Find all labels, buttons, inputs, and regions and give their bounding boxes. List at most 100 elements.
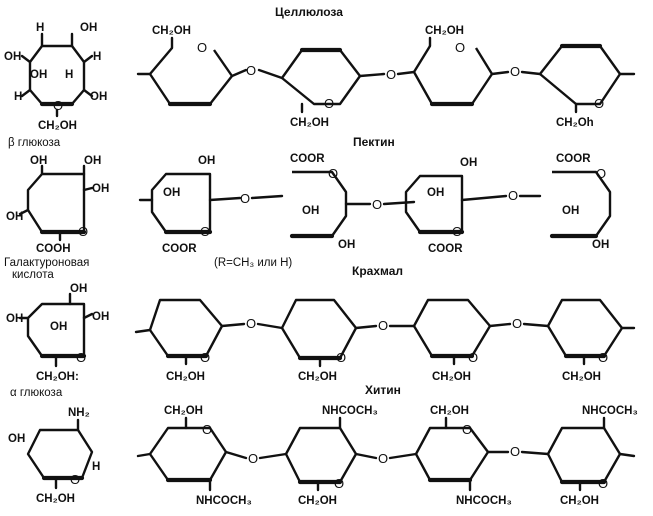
ch-o-4: O — [598, 476, 608, 491]
ch-link-o-1: O — [248, 451, 258, 466]
ch-o-1: O — [202, 422, 212, 437]
title-chitin: Хитин — [365, 383, 401, 397]
cel-link-o-3: O — [510, 64, 520, 79]
pec-o-2: O — [328, 166, 338, 181]
ch-ch2oh-1: CH₂OH — [164, 405, 203, 417]
cel-ch2oh-4: CH₂Oh — [556, 117, 594, 129]
ga-oh-top-right: OH — [84, 155, 101, 167]
ag-oh-left: OH — [6, 313, 23, 325]
monomer-beta-glucose: H OH OH H OH H H OH O CH₂OH β глюкоза — [4, 22, 107, 149]
pec-oh-3a: OH — [460, 157, 477, 169]
monomer-glucosamine: O NH₂ OH H CH₂OH — [8, 407, 100, 505]
st-ch2oh-1: CH₂OH — [166, 371, 205, 383]
ch-link-o-3: O — [510, 444, 520, 459]
pec-o-4: O — [596, 166, 606, 181]
bg-h-right: H — [93, 51, 101, 63]
ga-oh-left: OH — [6, 211, 23, 223]
st-ch2oh-3: CH₂OH — [432, 371, 471, 383]
st-o-2: O — [336, 350, 346, 365]
cel-o-1: O — [197, 40, 207, 55]
pectin-note: (R=CH₃ или H) — [214, 257, 292, 269]
ga-oh-right: OH — [92, 183, 109, 195]
gm-ch2oh: CH₂OH — [36, 493, 75, 505]
monomer-galacturonic-acid: O OH OH OH OH COOH Галактуроновая кислот… — [4, 155, 109, 281]
ch-ch2oh-4: CH₂OH — [560, 495, 599, 507]
ch-ch2oh-2: CH₂OH — [298, 495, 337, 507]
bg-h-mid: H — [65, 69, 73, 81]
cel-o-2: O — [324, 96, 334, 111]
ch-nhcoch3-2: NHCOCH₃ — [322, 405, 378, 417]
st-link-o-1: O — [246, 316, 256, 331]
chain-cellulose: O CH₂OH O O CH₂OH O O CH₂OH O O CH₂Oh — [136, 25, 636, 129]
pec-o-1: O — [200, 224, 210, 239]
st-o-3: O — [468, 350, 478, 365]
st-link-o-2: O — [378, 318, 388, 333]
cel-o-3: O — [455, 40, 465, 55]
bg-h-top: H — [36, 22, 44, 34]
chain-chitin: O CH₂OH NHCOCH₃ O O NHCOCH₃ CH₂OH O O CH… — [136, 405, 638, 507]
ag-oh-mid: OH — [50, 321, 67, 333]
ch-nhcoch3-1: NHCOCH₃ — [196, 495, 252, 507]
cel-link-o-2: O — [386, 67, 396, 82]
ch-ch2oh-3: CH₂OH — [430, 405, 469, 417]
ch-link-o-2: O — [378, 451, 388, 466]
st-o-1: O — [200, 350, 210, 365]
pec-link-o-2: O — [372, 197, 382, 212]
bg-ring-o: O — [53, 98, 63, 113]
caption-galacturonic-1: Галактуроновая — [4, 257, 89, 269]
ga-ring-o: O — [78, 224, 88, 239]
title-starch: Крахмал — [352, 264, 403, 278]
bg-oh-left: OH — [4, 51, 21, 63]
pec-coor-1: COOR — [162, 243, 197, 255]
st-ch2oh-2: CH₂OH — [298, 371, 337, 383]
gm-h-right: H — [92, 461, 100, 473]
cel-o-4: O — [594, 96, 604, 111]
cel-ch2oh-2: CH₂OH — [290, 117, 329, 129]
ch-o-2: O — [334, 476, 344, 491]
pec-oh-2a: OH — [302, 205, 319, 217]
bg-oh-top: OH — [80, 22, 97, 34]
st-link-o-3: O — [512, 316, 522, 331]
pec-oh-3b: OH — [427, 187, 444, 199]
pec-o-3: O — [452, 224, 462, 239]
ch-o-3: O — [462, 422, 472, 437]
cel-ch2oh-1: CH₂OH — [152, 25, 191, 37]
st-o-4: O — [598, 350, 608, 365]
pec-oh-1b: OH — [163, 187, 180, 199]
bg-oh-right: OH — [90, 91, 107, 103]
ga-cooh: COOH — [36, 243, 71, 255]
title-pectin: Пектин — [353, 135, 395, 149]
cel-link-o-1: O — [246, 63, 256, 78]
cel-ch2oh-3: CH₂OH — [425, 25, 464, 37]
gm-ring-o: O — [70, 472, 80, 487]
pec-oh-1a: OH — [198, 155, 215, 167]
pec-link-o-3: O — [508, 188, 518, 203]
bg-oh-mid: OH — [30, 69, 47, 81]
title-cellulose: Целлюлоза — [275, 5, 343, 19]
bg-ch2oh: CH₂OH — [38, 120, 77, 132]
ag-oh-top: OH — [70, 283, 87, 295]
ag-ch2oh: CH₂OH: — [36, 371, 79, 383]
ch-nhcoch3-4: NHCOCH₃ — [582, 405, 638, 417]
bg-h-left: H — [14, 91, 22, 103]
caption-beta-glucose: β глюкоза — [8, 137, 61, 149]
ag-oh-right: OH — [92, 311, 109, 323]
chain-pectin: O OH OH COOR O O COOR OH OH O O OH OH CO… — [138, 153, 612, 269]
caption-alpha-glucose: α глюкоза — [10, 387, 63, 399]
pec-oh-2b: OH — [338, 239, 355, 251]
pec-oh-4b: OH — [592, 239, 609, 251]
ch-nhcoch3-3: NHCOCH₃ — [456, 495, 512, 507]
monomer-alpha-glucose: O OH OH OH OH CH₂OH: α глюкоза — [6, 283, 109, 399]
st-ch2oh-4: CH₂OH — [562, 371, 601, 383]
ga-oh-top-left: OH — [30, 155, 47, 167]
chain-starch: O CH₂OH O O CH₂OH O O CH₂OH O O CH₂OH — [134, 298, 636, 383]
pec-coor-3: COOR — [428, 243, 463, 255]
caption-galacturonic-2: кислота — [12, 269, 54, 281]
pec-coor-2: COOR — [290, 153, 325, 165]
pec-link-o-1: O — [240, 191, 250, 206]
gm-nh2: NH₂ — [68, 407, 90, 419]
gm-oh-left: OH — [8, 433, 25, 445]
pec-oh-4a: OH — [562, 205, 579, 217]
